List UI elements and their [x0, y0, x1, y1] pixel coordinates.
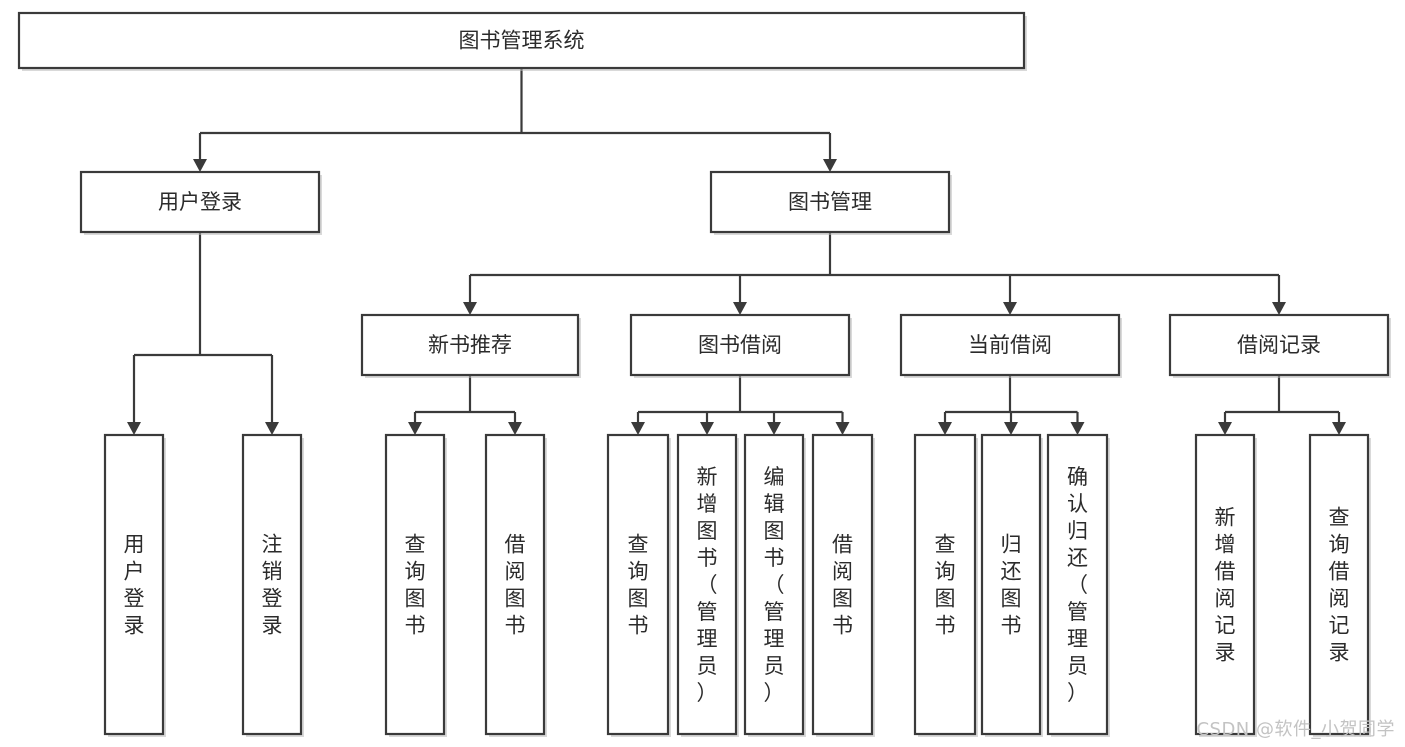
node-label: 新增借阅记录 [1215, 506, 1236, 665]
node-box[interactable] [1308, 433, 1370, 736]
node-label: 用户登录 [124, 533, 145, 638]
node-label: 确认归还（管理员） [1067, 465, 1088, 705]
node-leaf-edit-book[interactable]: 编辑图书（管理员） [743, 433, 806, 737]
node-book-manage[interactable]: 图书管理 [709, 170, 952, 235]
node-book-borrow[interactable]: 图书借阅 [629, 313, 852, 378]
node-box[interactable] [103, 433, 165, 736]
node-leaf-query-borrow-record[interactable]: 查询借阅记录 [1308, 433, 1371, 737]
node-box[interactable] [899, 313, 1121, 377]
node-leaf-user-login[interactable]: 用户登录 [103, 433, 166, 737]
node-label: 编辑图书（管理员） [764, 465, 785, 705]
node-box[interactable] [241, 433, 303, 736]
node-box[interactable] [79, 170, 321, 234]
node-root[interactable]: 图书管理系统 [17, 11, 1027, 71]
node-box[interactable] [709, 170, 951, 234]
node-label: 查询借阅记录 [1329, 506, 1350, 665]
node-box[interactable] [1168, 313, 1390, 377]
node-label: 当前借阅 [968, 333, 1052, 357]
node-current-borrow[interactable]: 当前借阅 [899, 313, 1122, 378]
node-layer: 图书管理系统用户登录图书管理新书推荐图书借阅当前借阅借阅记录用户登录注销登录查询… [17, 11, 1391, 737]
node-leaf-borrow-book[interactable]: 借阅图书 [811, 433, 875, 737]
node-label: 查询图书 [628, 533, 649, 638]
node-box[interactable] [811, 433, 874, 736]
node-label: 归还图书 [1001, 533, 1022, 638]
node-box[interactable] [629, 313, 851, 377]
node-user-login[interactable]: 用户登录 [79, 170, 322, 235]
node-leaf-return-book[interactable]: 归还图书 [980, 433, 1043, 737]
node-label: 图书管理 [788, 190, 872, 214]
node-leaf-query-book-current[interactable]: 查询图书 [913, 433, 978, 737]
node-leaf-add-book[interactable]: 新增图书（管理员） [676, 433, 739, 737]
node-leaf-add-borrow-record[interactable]: 新增借阅记录 [1194, 433, 1257, 737]
node-box[interactable] [676, 433, 738, 736]
node-label: 借阅记录 [1237, 333, 1321, 357]
node-leaf-query-book-borrow[interactable]: 查询图书 [606, 433, 671, 737]
node-leaf-logout[interactable]: 注销登录 [241, 433, 304, 737]
node-box[interactable] [1194, 433, 1256, 736]
node-label: 借阅图书 [832, 533, 853, 638]
node-box[interactable] [913, 433, 977, 736]
node-label: 借阅图书 [505, 533, 526, 638]
node-label: 注销登录 [262, 533, 283, 638]
node-leaf-query-book-recommend[interactable]: 查询图书 [384, 433, 447, 737]
node-box[interactable] [384, 433, 446, 736]
node-label: 用户登录 [158, 190, 242, 214]
node-box[interactable] [360, 313, 580, 377]
node-label: 新书推荐 [428, 333, 512, 357]
node-box[interactable] [484, 433, 546, 736]
node-box[interactable] [980, 433, 1042, 736]
node-label: 图书管理系统 [459, 29, 585, 53]
node-box[interactable] [17, 11, 1026, 70]
node-box[interactable] [1046, 433, 1109, 736]
node-box[interactable] [743, 433, 805, 736]
node-leaf-confirm-return[interactable]: 确认归还（管理员） [1046, 433, 1110, 737]
node-label: 查询图书 [935, 533, 956, 638]
node-new-book-recommend[interactable]: 新书推荐 [360, 313, 581, 378]
node-box[interactable] [606, 433, 670, 736]
node-label: 图书借阅 [698, 333, 782, 357]
node-borrow-records[interactable]: 借阅记录 [1168, 313, 1391, 378]
node-leaf-borrow-book-recommend[interactable]: 借阅图书 [484, 433, 547, 737]
node-label: 查询图书 [405, 533, 426, 638]
node-label: 新增图书（管理员） [697, 465, 718, 705]
connector-layer [127, 68, 1346, 435]
